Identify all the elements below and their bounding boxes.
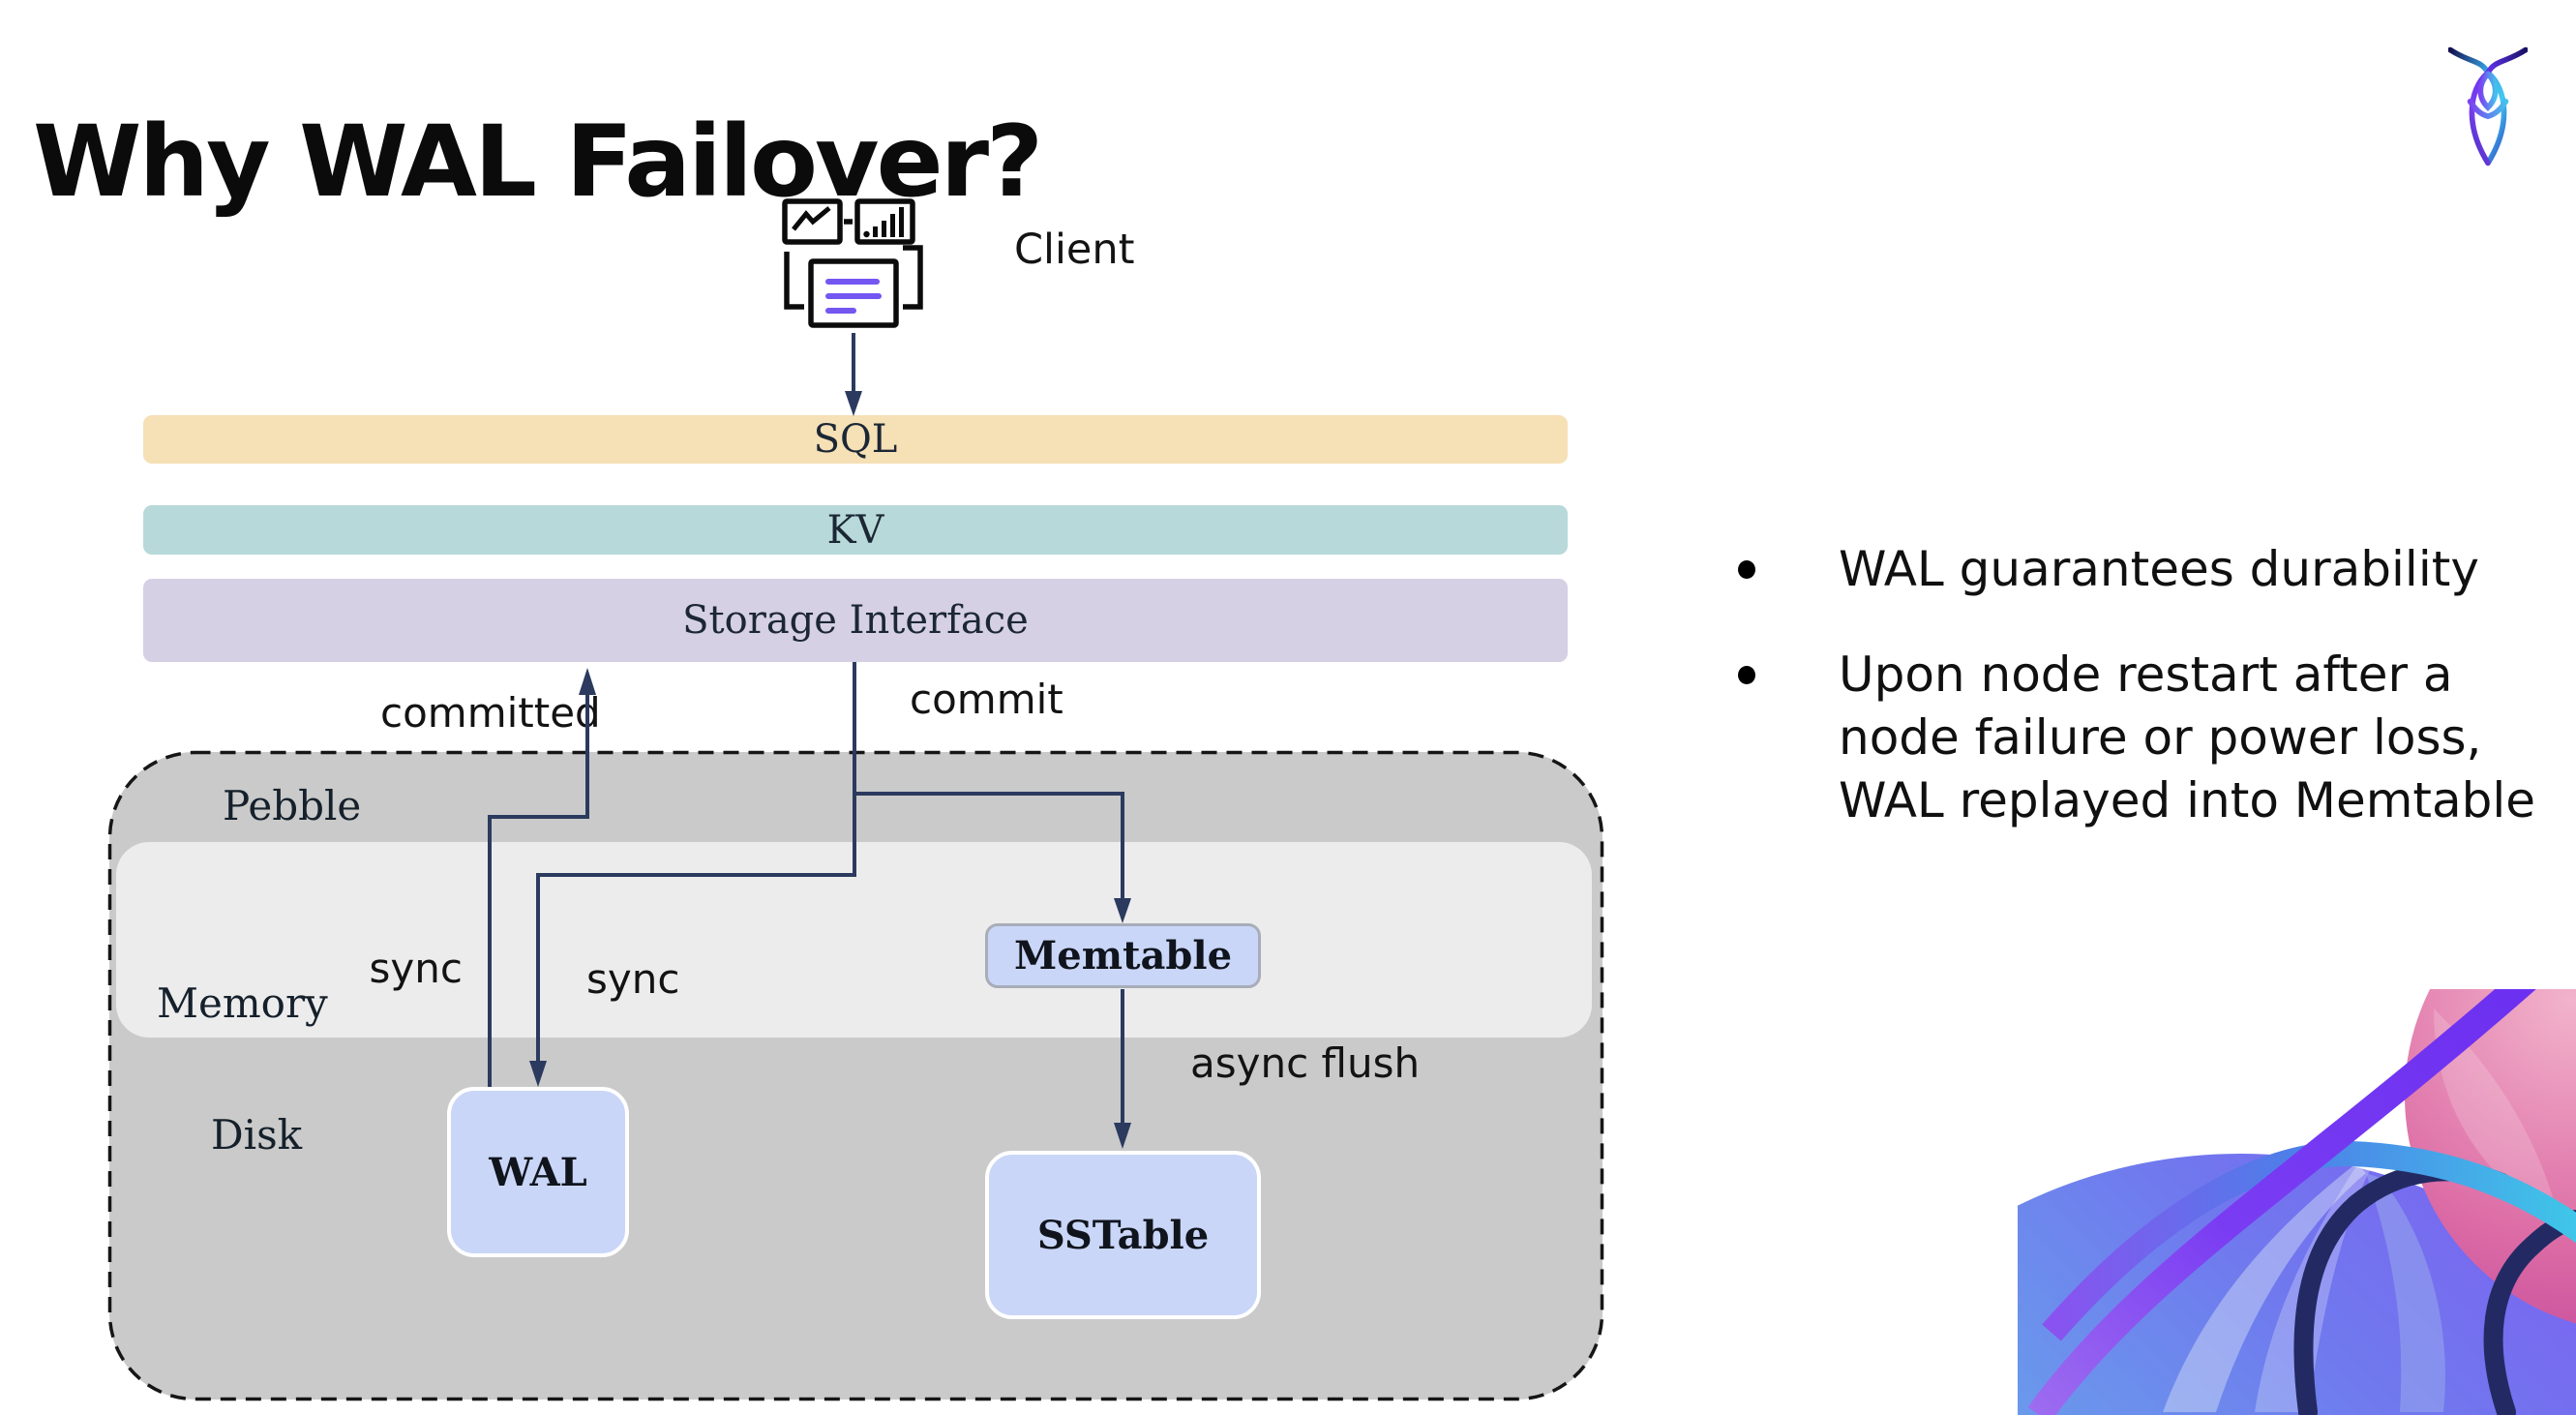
async-flush-edge-label: async flush bbox=[1190, 1039, 1421, 1087]
list-item: Upon node restart after a node failure o… bbox=[1713, 644, 2564, 832]
layer-kv: KV bbox=[143, 505, 1568, 555]
layer-sql-label: SQL bbox=[813, 417, 898, 462]
layer-storage-interface: Storage Interface bbox=[143, 579, 1568, 662]
memtable-label: Memtable bbox=[1013, 933, 1233, 978]
memory-region bbox=[116, 842, 1592, 1038]
layer-storage-label: Storage Interface bbox=[682, 598, 1029, 643]
disk-label: Disk bbox=[211, 1111, 303, 1159]
bullet-text: Upon node restart after a node failure o… bbox=[1839, 647, 2536, 828]
memory-label: Memory bbox=[157, 979, 328, 1027]
layer-kv-label: KV bbox=[826, 507, 884, 553]
sync-edge-label-right: sync bbox=[586, 955, 680, 1003]
bullet-dot-icon bbox=[1738, 560, 1755, 579]
sstable-node: SSTable bbox=[985, 1151, 1261, 1319]
commit-edge-label: commit bbox=[910, 676, 1063, 723]
client-icon bbox=[782, 198, 923, 328]
bullet-list: WAL guarantees durability Upon node rest… bbox=[1713, 538, 2564, 832]
wal-node: WAL bbox=[447, 1087, 629, 1257]
client-label: Client bbox=[1014, 226, 1135, 274]
arrow-client-to-sql bbox=[845, 333, 862, 416]
layer-sql: SQL bbox=[143, 415, 1568, 464]
brand-decoration-graphic bbox=[2018, 989, 2576, 1415]
memtable-node: Memtable bbox=[985, 923, 1261, 988]
sync-edge-label-left: sync bbox=[369, 945, 463, 992]
committed-edge-label: committed bbox=[380, 689, 601, 737]
pebble-label: Pebble bbox=[223, 782, 362, 829]
sstable-label: SSTable bbox=[1036, 1212, 1210, 1258]
cockroachdb-logo-icon bbox=[2448, 46, 2528, 166]
wal-label: WAL bbox=[489, 1149, 587, 1195]
bullet-text: WAL guarantees durability bbox=[1839, 541, 2479, 597]
bullet-dot-icon bbox=[1738, 666, 1755, 684]
list-item: WAL guarantees durability bbox=[1713, 538, 2564, 601]
